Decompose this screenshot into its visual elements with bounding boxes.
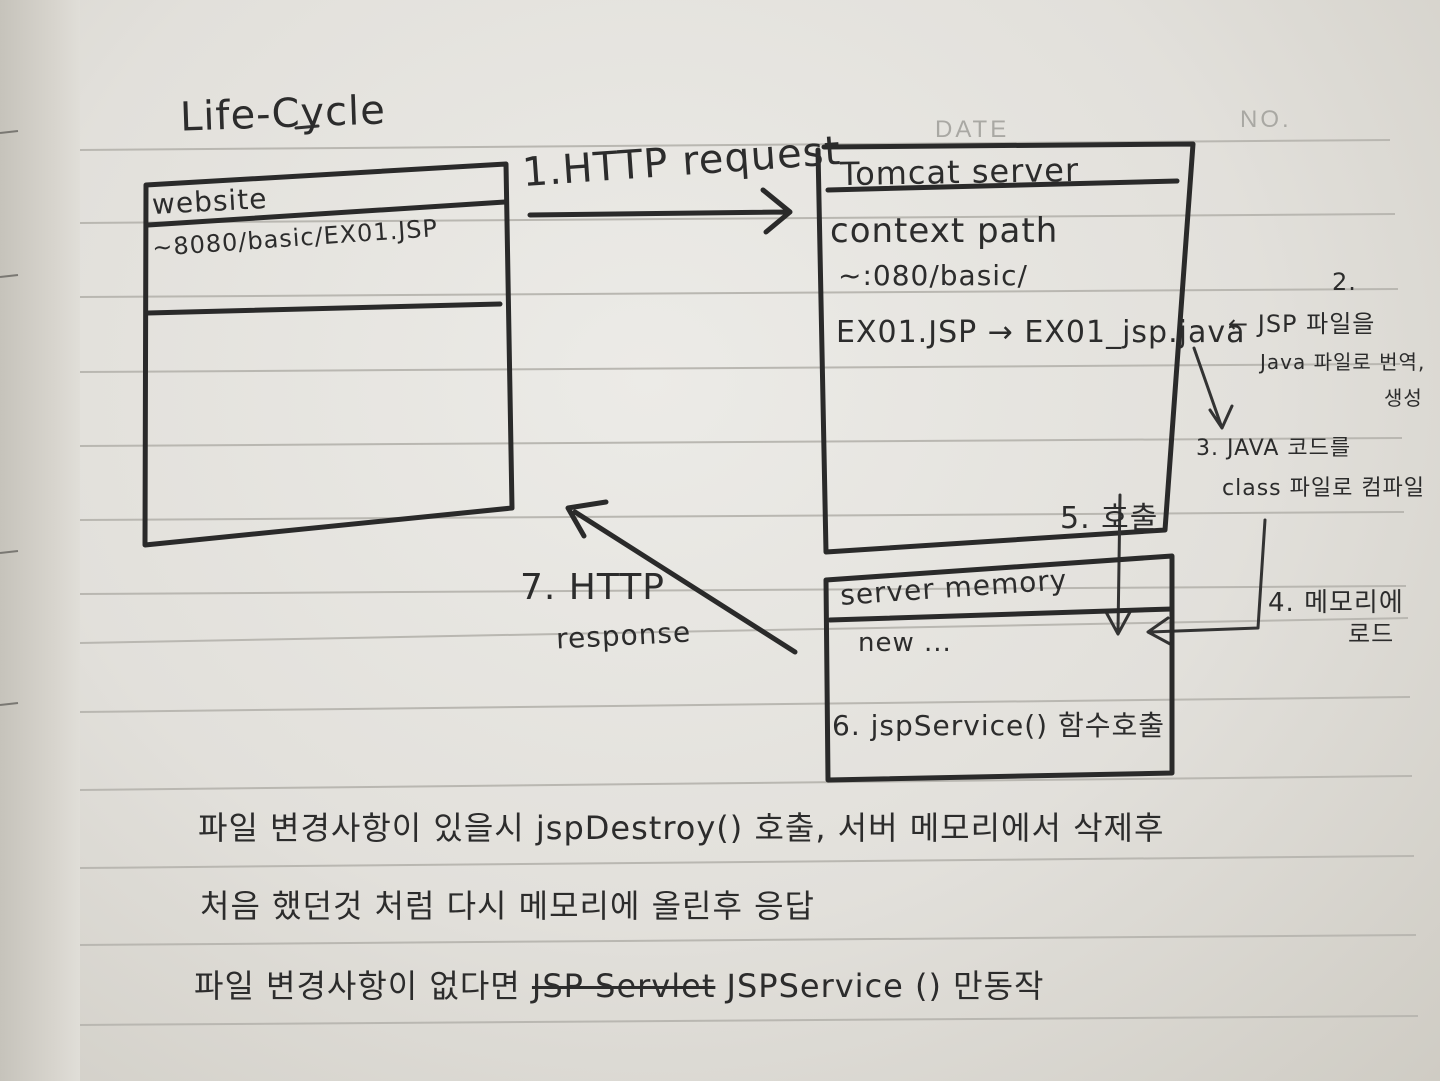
- website-title: website: [151, 182, 269, 222]
- jsp-conversion: EX01.JSP → EX01_jsp.java: [836, 315, 1246, 350]
- website-box: [142, 161, 515, 548]
- page-title: Life-Cycle: [179, 87, 387, 141]
- step2-line2: Java 파일로 번역,: [1260, 350, 1426, 374]
- step2-line3: 생성: [1384, 386, 1423, 410]
- tomcat-box: [815, 141, 1196, 555]
- memory-item-new: new ...: [858, 628, 952, 658]
- context-path-value: ~:080/basic/: [838, 259, 1028, 292]
- step2-line1: ← JSP 파일을: [1228, 310, 1376, 338]
- memory-box: [823, 553, 1175, 783]
- title-underline: [294, 124, 320, 130]
- memory-title-divider: [827, 606, 1175, 623]
- step4-line1: 4. 메모리에: [1268, 588, 1404, 618]
- note-line-3-struck: JSP Servlet: [531, 967, 716, 1005]
- note-line-3: 파일 변경사항이 없다면 JSP Servlet JSPService () 만…: [194, 970, 1044, 1002]
- date-label: DATE: [935, 116, 1010, 143]
- no-label: NO.: [1240, 106, 1292, 133]
- tomcat-title-divider: [825, 178, 1180, 193]
- load-arrow: [1146, 518, 1267, 647]
- request-arrow: [527, 187, 793, 235]
- notebook-gutter: [0, 0, 80, 1081]
- website-title-divider: [145, 199, 508, 228]
- step2-number: 2.: [1332, 268, 1357, 296]
- step3-line2: class 파일로 컴파일: [1222, 476, 1426, 501]
- step5-label: 5. 호출: [1060, 501, 1159, 536]
- note-line-3-prefix: 파일 변경사항이 없다면: [194, 967, 521, 1005]
- step4-line2: 로드: [1348, 620, 1395, 648]
- context-path-label: context path: [830, 211, 1059, 251]
- tomcat-title: Tomcat server: [839, 150, 1080, 194]
- note-line-2: 처음 했던것 처럼 다시 메모리에 올린후 응답: [200, 887, 815, 925]
- compile-arrow: [1192, 346, 1234, 430]
- memory-item-jspservice: 6. jspService() 함수호출: [832, 709, 1166, 742]
- note-line-1: 파일 변경사항이 있을시 jspDestroy() 호출, 서버 메모리에서 삭…: [198, 809, 1165, 847]
- step3-line1: 3. JAVA 코드를: [1196, 436, 1352, 461]
- note-line-3-suffix: JSPService () 만동작: [726, 967, 1045, 1005]
- website-url-divider: [145, 301, 503, 316]
- response-line1: 7. HTTP: [520, 567, 665, 608]
- response-arrow: [565, 499, 798, 655]
- response-line2: response: [555, 615, 692, 656]
